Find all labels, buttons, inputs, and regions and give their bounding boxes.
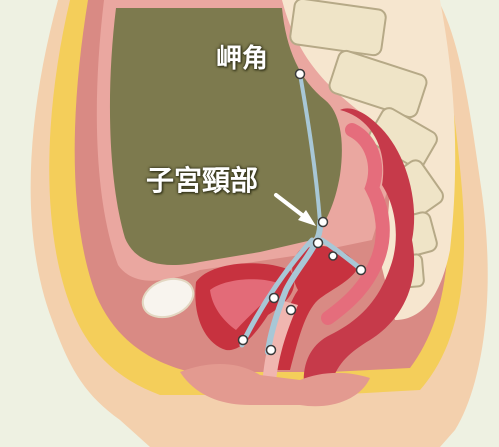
suture-marker-icon [357, 266, 366, 275]
suture-marker-icon [287, 306, 296, 315]
suture-marker-icon [319, 218, 328, 227]
label-cervix: 子宮頸部 [146, 159, 258, 199]
suture-marker-icon [270, 294, 279, 303]
label-promontory: 岬角 [216, 38, 268, 75]
suture-marker-icon [267, 346, 276, 355]
suture-marker-icon [296, 70, 305, 79]
suture-marker-icon [329, 252, 337, 260]
suture-marker-icon [239, 336, 248, 345]
suture-marker-icon [314, 239, 323, 248]
